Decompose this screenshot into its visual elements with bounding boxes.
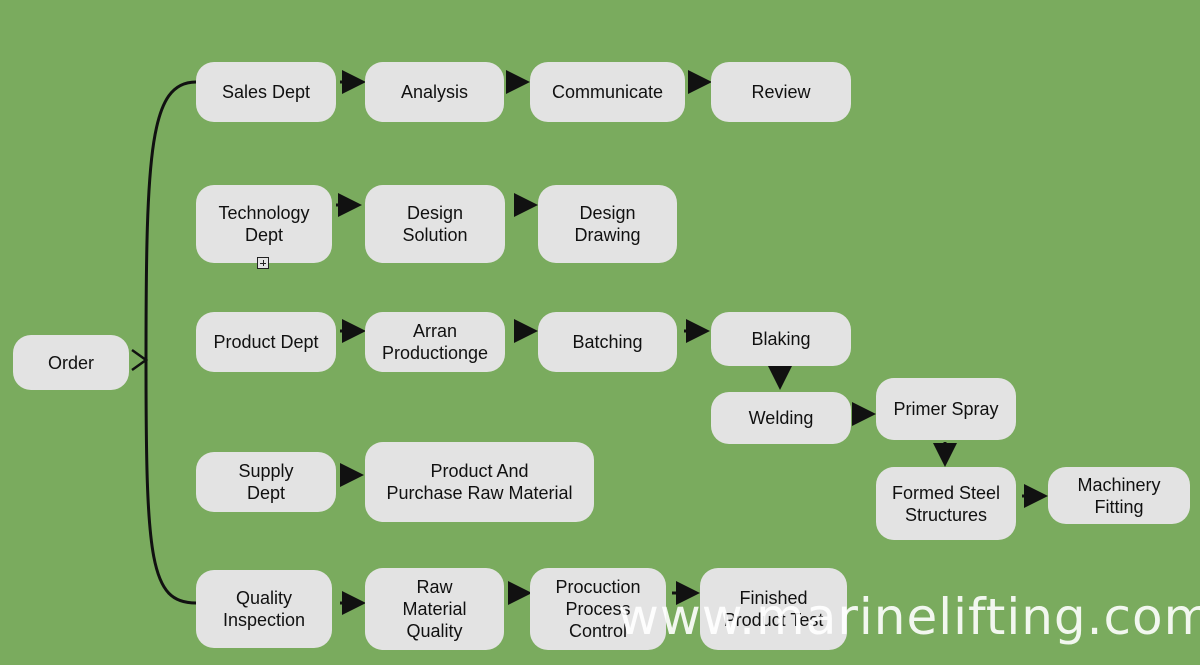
node-raw-material-quality[interactable]: Raw Material Quality (365, 568, 504, 650)
node-design-solution[interactable]: Design Solution (365, 185, 505, 263)
order-connector (131, 348, 149, 372)
node-sales-dept[interactable]: Sales Dept (196, 62, 336, 122)
node-analysis[interactable]: Analysis (365, 62, 504, 122)
node-blaking[interactable]: Blaking (711, 312, 851, 366)
node-communicate[interactable]: Communicate (530, 62, 685, 122)
node-design-drawing[interactable]: Design Drawing (538, 185, 677, 263)
node-batching[interactable]: Batching (538, 312, 677, 372)
node-technology-dept[interactable]: Technology Dept (196, 185, 332, 263)
node-production-process-control[interactable]: Procuction Process Control (530, 568, 666, 650)
node-finished-product-test[interactable]: Finished Product Test (700, 568, 847, 650)
node-order[interactable]: Order (13, 335, 129, 390)
node-review[interactable]: Review (711, 62, 851, 122)
node-purchase-raw-material[interactable]: Product And Purchase Raw Material (365, 442, 594, 522)
node-machinery-fitting[interactable]: Machinery Fitting (1048, 467, 1190, 524)
node-welding[interactable]: Welding (711, 392, 851, 444)
node-supply-dept[interactable]: Supply Dept (196, 452, 336, 512)
node-quality-inspection[interactable]: Quality Inspection (196, 570, 332, 648)
node-formed-steel-structures[interactable]: Formed Steel Structures (876, 467, 1016, 540)
branch-bracket (144, 80, 197, 605)
node-primer-spray[interactable]: Primer Spray (876, 378, 1016, 440)
watermark-text: www.marinelifting.com (618, 588, 1200, 646)
expand-plus-icon[interactable] (257, 257, 269, 269)
node-product-dept[interactable]: Product Dept (196, 312, 336, 372)
node-arran-production[interactable]: Arran Productionge (365, 312, 505, 372)
